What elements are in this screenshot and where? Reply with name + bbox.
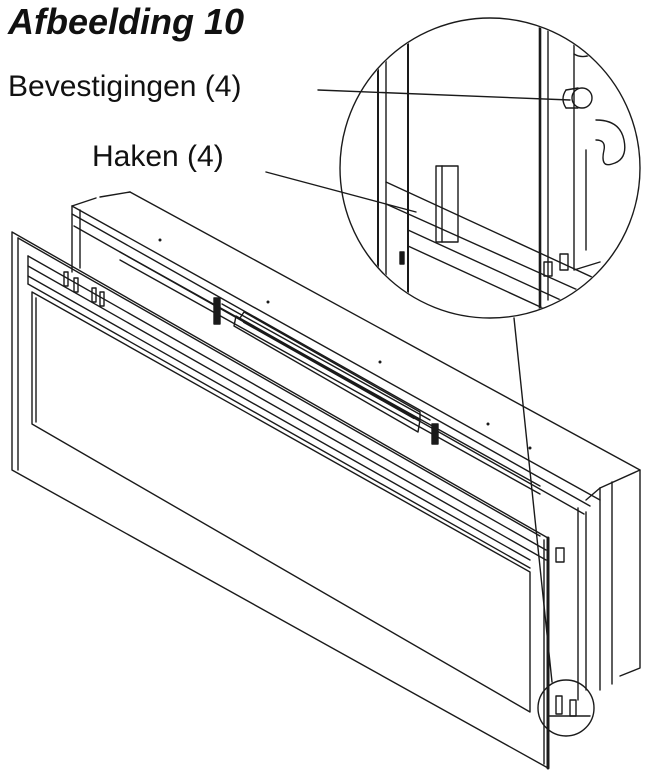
- flame-slot: [213, 297, 439, 445]
- leader-haken: [265, 171, 417, 213]
- rear-housing: [99, 191, 641, 691]
- callout-bevestigingen: Bevestigingen (4): [8, 70, 242, 103]
- callout-haken: Haken (4): [92, 140, 224, 173]
- detail-circle-small: [537, 547, 595, 737]
- figure-title: Afbeelding 10: [8, 1, 245, 42]
- rail-screws: [158, 238, 532, 450]
- magnified-detail: [339, 17, 641, 319]
- leader-bevestigingen: [317, 89, 571, 101]
- magnify-leader: [513, 317, 553, 683]
